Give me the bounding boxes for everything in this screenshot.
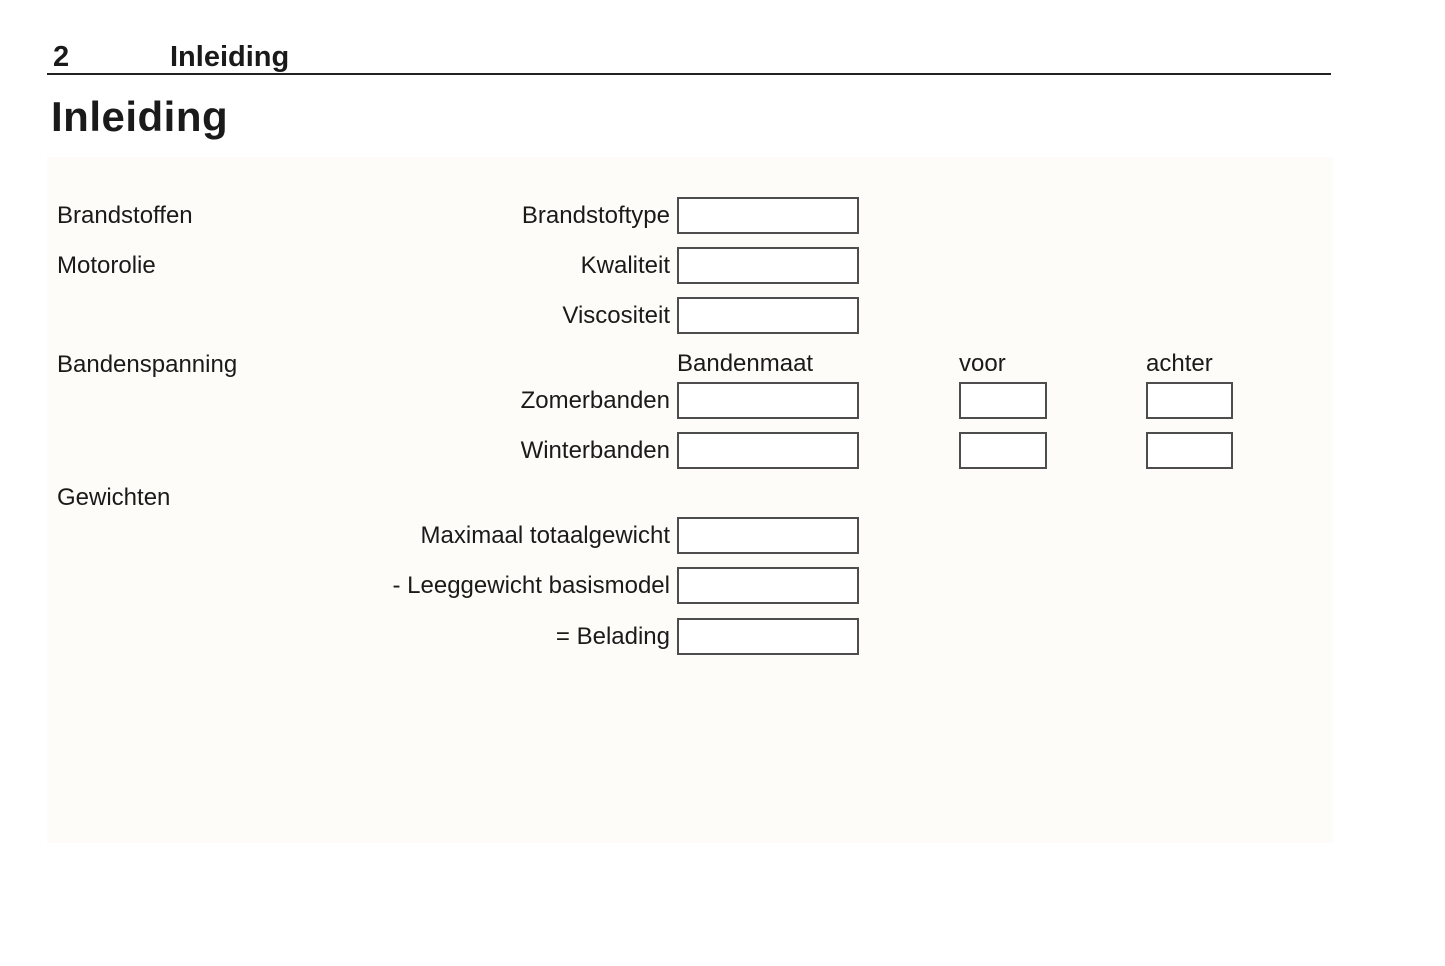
winter-tyres-front-input[interactable] — [959, 432, 1047, 469]
max-total-weight-input[interactable] — [677, 517, 859, 554]
oil-quality-label: Kwaliteit — [580, 252, 670, 279]
winter-tyres-rear-input[interactable] — [1146, 432, 1233, 469]
section-label-tyre-pressure: Bandenspanning — [57, 351, 238, 378]
form-panel: Brandstoffen Motorolie Bandenspanning Ge… — [47, 157, 1333, 843]
summer-tyres-front-input[interactable] — [959, 382, 1047, 419]
page-number: 2 — [53, 41, 70, 73]
winter-tyres-size-input[interactable] — [677, 432, 859, 469]
oil-viscosity-label: Viscositeit — [562, 302, 670, 329]
fuel-type-label: Brandstoftype — [521, 202, 670, 229]
section-label-engine-oil: Motorolie — [57, 252, 156, 279]
max-total-weight-label: Maximaal totaalgewicht — [420, 522, 670, 549]
oil-viscosity-input[interactable] — [677, 297, 859, 334]
payload-input[interactable] — [677, 618, 859, 655]
section-label-fuels: Brandstoffen — [57, 202, 193, 229]
column-header-tyre-size: Bandenmaat — [677, 350, 814, 377]
section-label-weights: Gewichten — [57, 484, 171, 511]
payload-label: = Belading — [555, 623, 670, 650]
fuel-type-input[interactable] — [677, 197, 859, 234]
column-header-front: voor — [959, 350, 1006, 377]
running-chapter-title: Inleiding — [170, 41, 290, 73]
summer-tyres-size-input[interactable] — [677, 382, 859, 419]
summer-tyres-rear-input[interactable] — [1146, 382, 1233, 419]
kerb-weight-input[interactable] — [677, 567, 859, 604]
kerb-weight-label: - Leeggewicht basismodel — [392, 572, 671, 599]
summer-tyres-label: Zomerbanden — [520, 387, 670, 414]
header-divider — [47, 73, 1331, 75]
column-header-rear: achter — [1146, 350, 1213, 377]
page-title: Inleiding — [51, 93, 229, 140]
oil-quality-input[interactable] — [677, 247, 859, 284]
winter-tyres-label: Winterbanden — [520, 437, 670, 464]
